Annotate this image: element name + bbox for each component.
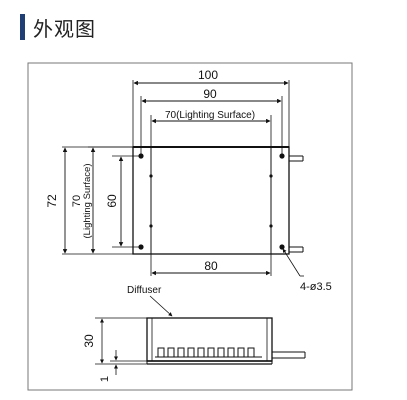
diffuser-label: Diffuser — [127, 285, 162, 296]
side-view — [146, 317, 306, 365]
diffuser-leader — [149, 295, 173, 317]
width-dimension-lines — [133, 80, 289, 276]
dim-lighting-surface-height: 70 — [71, 195, 83, 207]
extension-lines — [62, 80, 290, 276]
led-row — [155, 347, 262, 358]
dim-plate-thickness: 1 — [99, 376, 111, 382]
dim-lighting-surface-width: 70(Lighting Surface) — [165, 110, 255, 121]
dim-lighting-surface-height-note: (Lighting Surface) — [82, 164, 93, 239]
height-dimension-lines — [62, 147, 124, 254]
dim-body-width: 80 — [204, 259, 218, 273]
title-text: 外观图 — [33, 16, 96, 41]
page-title: 外观图 — [20, 12, 96, 42]
dim-side-height: 30 — [82, 334, 96, 348]
mounting-holes — [138, 153, 285, 250]
drawing-frame — [27, 62, 353, 391]
front-view — [132, 146, 304, 255]
side-dimension-lines — [95, 317, 147, 375]
dim-hole-pitch-height: 60 — [105, 194, 119, 208]
front-plate — [132, 146, 290, 255]
title-accent-bar — [20, 14, 25, 40]
dim-outer-width: 100 — [198, 68, 218, 82]
hole-bottom-right — [279, 244, 285, 250]
dim-hole-pitch-width: 90 — [203, 87, 217, 101]
side-body — [146, 317, 273, 362]
hole-callout: 4-ø3.5 — [282, 248, 332, 293]
hole-callout-text: 4-ø3.5 — [300, 281, 332, 293]
dim-outer-height: 72 — [45, 194, 59, 208]
lighting-surface-area — [150, 146, 272, 255]
